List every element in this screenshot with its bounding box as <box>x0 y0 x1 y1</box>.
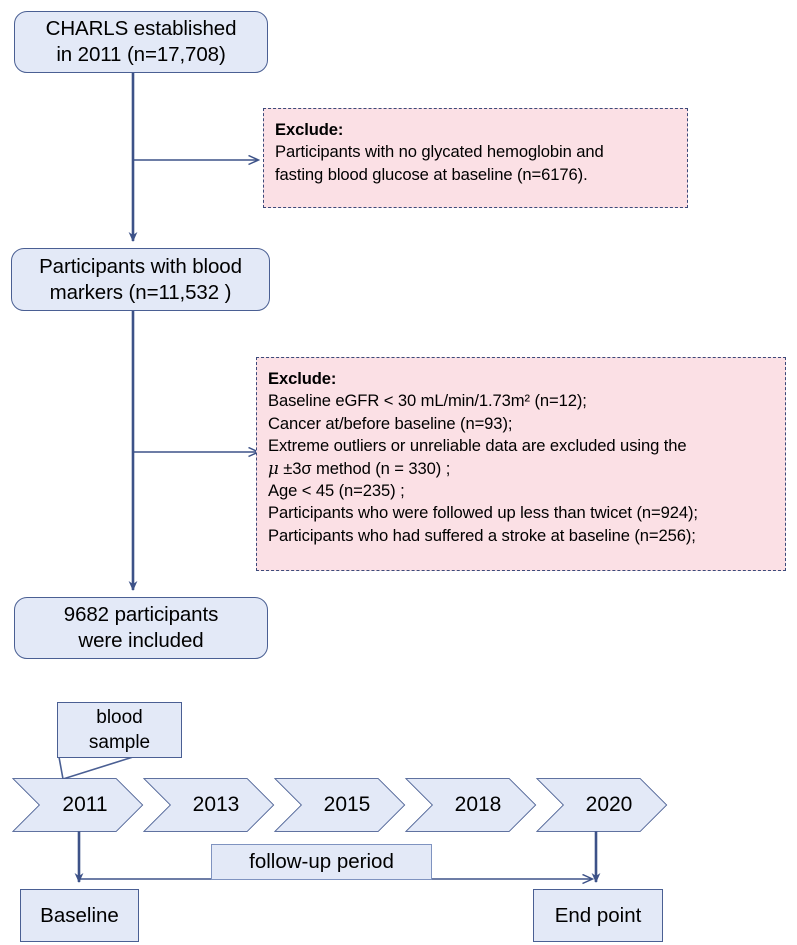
box-included-participants: 9682 participants were included <box>14 597 268 659</box>
mu-symbol: μ <box>268 458 279 478</box>
exclude-box-1: Exclude: Participants with no glycated h… <box>263 108 688 208</box>
box-charls-line2: in 2011 (n=17,708) <box>56 43 226 66</box>
exclude-1-line-2: fasting blood glucose at baseline (n=617… <box>275 164 588 184</box>
callout-line2: sample <box>88 732 151 753</box>
callout-line1: blood <box>96 707 143 728</box>
exclude-2-title: Exclude: <box>268 369 337 388</box>
callout-blood-sample: blood sample <box>57 702 182 758</box>
exclude-2-line-4: μ ±3σ method (n = 330) ; <box>268 458 774 480</box>
endpoint-box: End point <box>533 889 663 942</box>
baseline-box: Baseline <box>20 889 139 942</box>
timeline-wave-2020[interactable]: 2020 <box>538 779 666 831</box>
exclude-2-line-6: Participants who were followed up less t… <box>268 503 698 523</box>
exclude-2-line-2: Cancer at/before baseline (n=93); <box>268 413 513 433</box>
box-blood-line1: Participants with blood <box>39 254 242 278</box>
timeline-wave-2018[interactable]: 2018 <box>407 779 535 831</box>
box-blood-markers: Participants with blood markers (n=11,53… <box>11 248 270 311</box>
endpoint-label: End point <box>554 903 642 927</box>
box-included-line1: 9682 participants <box>63 603 219 626</box>
box-charls-line1: CHARLS established <box>45 17 237 40</box>
exclude-2-line-7: Participants who had suffered a stroke a… <box>268 525 696 545</box>
exclude-2-line-3: Extreme outliers or unreliable data are … <box>268 436 687 456</box>
timeline-wave-2020-label: 2020 <box>585 793 633 816</box>
baseline-label: Baseline <box>40 903 119 927</box>
box-blood-line2: markers (n=11,532 ) <box>49 280 232 304</box>
timeline-wave-2015-label: 2015 <box>323 793 371 816</box>
exclude-1-line-1: Participants with no glycated hemoglobin… <box>275 142 604 162</box>
timeline-wave-2015[interactable]: 2015 <box>276 779 404 831</box>
timeline-wave-2011-label: 2011 <box>62 793 108 816</box>
mu-rest: ±3σ method (n = 330) ; <box>278 458 451 478</box>
followup-period-label: follow-up period <box>211 844 432 880</box>
exclude-2-line-1: Baseline eGFR < 30 mL/min/1.73m² (n=12); <box>268 391 587 411</box>
exclude-1-title: Exclude: <box>275 120 344 139</box>
box-included-line2: were included <box>78 629 204 652</box>
timeline-wave-2013-label: 2013 <box>192 793 240 816</box>
followup-period-text: follow-up period <box>249 850 394 873</box>
timeline-wave-2018-label: 2018 <box>454 793 502 816</box>
exclude-2-line-5: Age < 45 (n=235) ; <box>268 481 405 501</box>
callout-tail <box>58 756 134 781</box>
timeline-wave-2011[interactable]: 2011 <box>14 779 142 831</box>
box-charls-established: CHARLS established in 2011 (n=17,708) <box>14 11 268 73</box>
timeline-wave-2013[interactable]: 2013 <box>145 779 273 831</box>
exclude-box-2: Exclude: Baseline eGFR < 30 mL/min/1.73m… <box>256 357 786 571</box>
